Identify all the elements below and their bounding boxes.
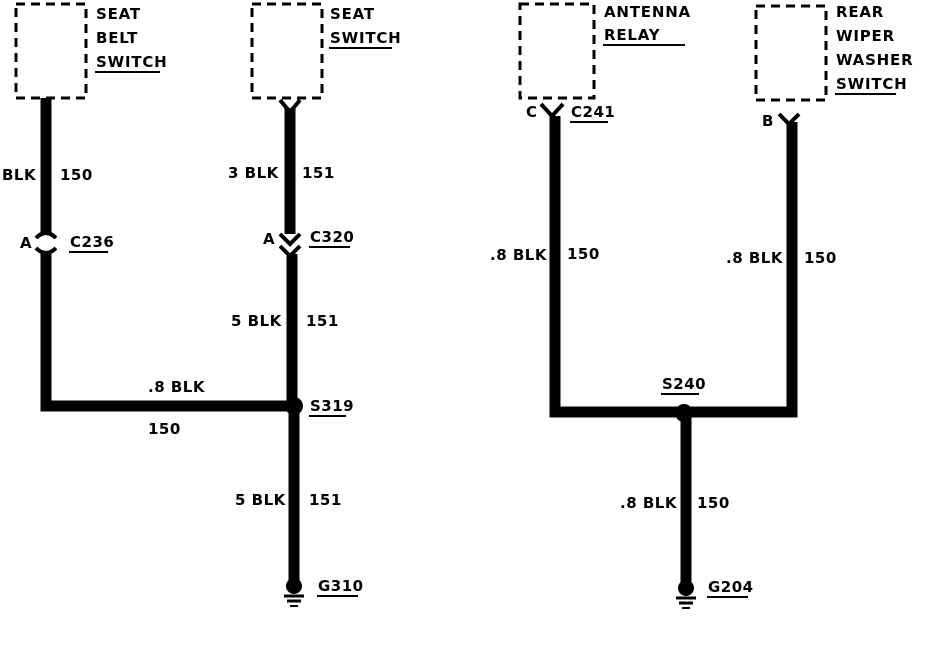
- wire-label-color-7: .8 BLK: [726, 249, 784, 267]
- ground-g204-icon: [676, 580, 696, 609]
- ground-g310-icon: [284, 578, 304, 607]
- connector-c236-pin: A: [20, 234, 32, 252]
- connector-c320-label: C320: [310, 228, 354, 246]
- rear-wiper-washer-switch-label-3: WASHER: [836, 51, 913, 69]
- seat-belt-switch-label-1: SEAT: [96, 5, 141, 23]
- antenna-relay-label-2: RELAY: [604, 26, 661, 44]
- wire-antenna-relay: [549, 116, 684, 418]
- wire-label-color-4: .8 BLK: [148, 378, 206, 396]
- splice-s240-label: S240: [662, 375, 706, 393]
- seat-switch-label-1: SEAT: [330, 5, 375, 23]
- wire-label-color-1: BLK: [2, 166, 37, 184]
- wire-label-color-6: .8 BLK: [490, 246, 548, 264]
- connector-c241-label: C241: [571, 103, 615, 121]
- rear-wiper-washer-switch-label-1: REAR: [836, 3, 884, 21]
- seat-switch-terminal-icon: [278, 98, 302, 116]
- wire-label-color-3: 5 BLK: [231, 312, 283, 330]
- connector-c320-icon: [278, 232, 302, 259]
- antenna-relay-box: [518, 2, 596, 100]
- connector-c236-label: C236: [70, 233, 114, 251]
- rear-wiper-washer-switch-label-4: SWITCH: [836, 75, 908, 93]
- seat-belt-switch-label-3: SWITCH: [96, 53, 168, 71]
- wire-label-circuit-8: 150: [697, 494, 730, 512]
- connector-c236-icon: [34, 231, 58, 255]
- seat-switch-label-2: SWITCH: [330, 29, 402, 47]
- connector-c320-pin: A: [263, 230, 275, 248]
- rear-wiper-washer-switch-box: [754, 4, 828, 102]
- wire-rear-wiper: [684, 122, 798, 418]
- wire-label-circuit-1: 150: [60, 166, 93, 184]
- seat-belt-switch-label-2: BELT: [96, 29, 138, 47]
- wire-label-color-2: 3 BLK: [228, 164, 280, 182]
- wire-label-circuit-7: 150: [804, 249, 837, 267]
- connector-c241-pin: C: [526, 103, 538, 121]
- ground-g204-label: G204: [708, 578, 754, 596]
- seat-switch-box: [250, 2, 324, 100]
- wire-label-circuit-3: 151: [306, 312, 339, 330]
- wire-label-color-8: .8 BLK: [620, 494, 678, 512]
- wire-label-circuit-5: 151: [309, 491, 342, 509]
- wire-label-circuit-4: 150: [148, 420, 181, 438]
- connector-c241-icon: [539, 102, 565, 119]
- splice-s319-label: S319: [310, 397, 354, 415]
- ground-g310-label: G310: [318, 577, 364, 595]
- wire-label-circuit-6: 150: [567, 245, 600, 263]
- wire-label-color-5: 5 BLK: [235, 491, 287, 509]
- wire-seat-belt-lower: [40, 252, 294, 412]
- seat-belt-switch-box: [14, 2, 88, 100]
- wire-label-circuit-2: 151: [302, 164, 335, 182]
- rear-wiper-washer-switch-label-2: WIPER: [836, 27, 895, 45]
- antenna-relay-label-1: ANTENNA: [604, 3, 691, 21]
- rear-switch-terminal-pin: B: [762, 112, 774, 130]
